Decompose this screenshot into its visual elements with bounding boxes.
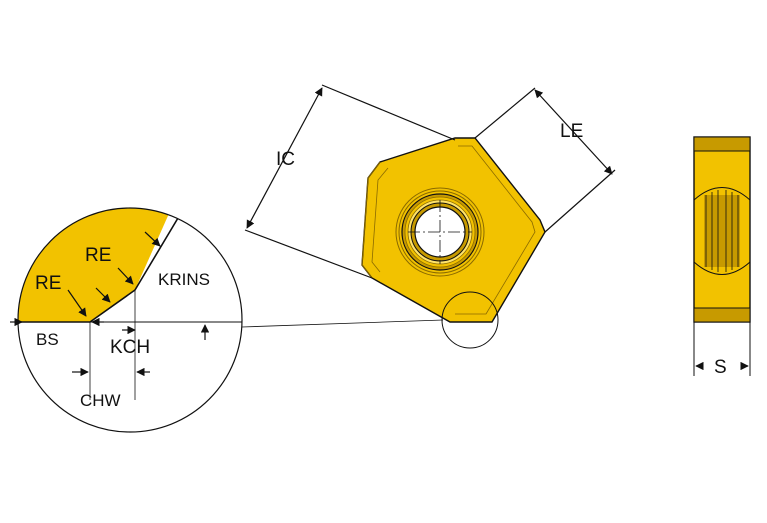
insert-side-view: [693, 136, 751, 376]
le-dimension: [474, 87, 616, 233]
re-label-lower: RE: [35, 273, 61, 294]
ic-label: IC: [276, 149, 295, 170]
kch-label: KCH: [110, 337, 150, 358]
ic-dimension: [244, 84, 456, 279]
s-label: S: [714, 357, 727, 378]
insert-top-view: [361, 137, 546, 349]
chw-label: CHW: [80, 391, 121, 410]
detail-leader-line: [241, 319, 444, 328]
le-label: LE: [560, 121, 583, 142]
detail-view: [10, 207, 243, 433]
bs-label: BS: [36, 330, 59, 349]
re-label-upper: RE: [85, 245, 111, 266]
krins-label: KRINS: [158, 270, 210, 289]
